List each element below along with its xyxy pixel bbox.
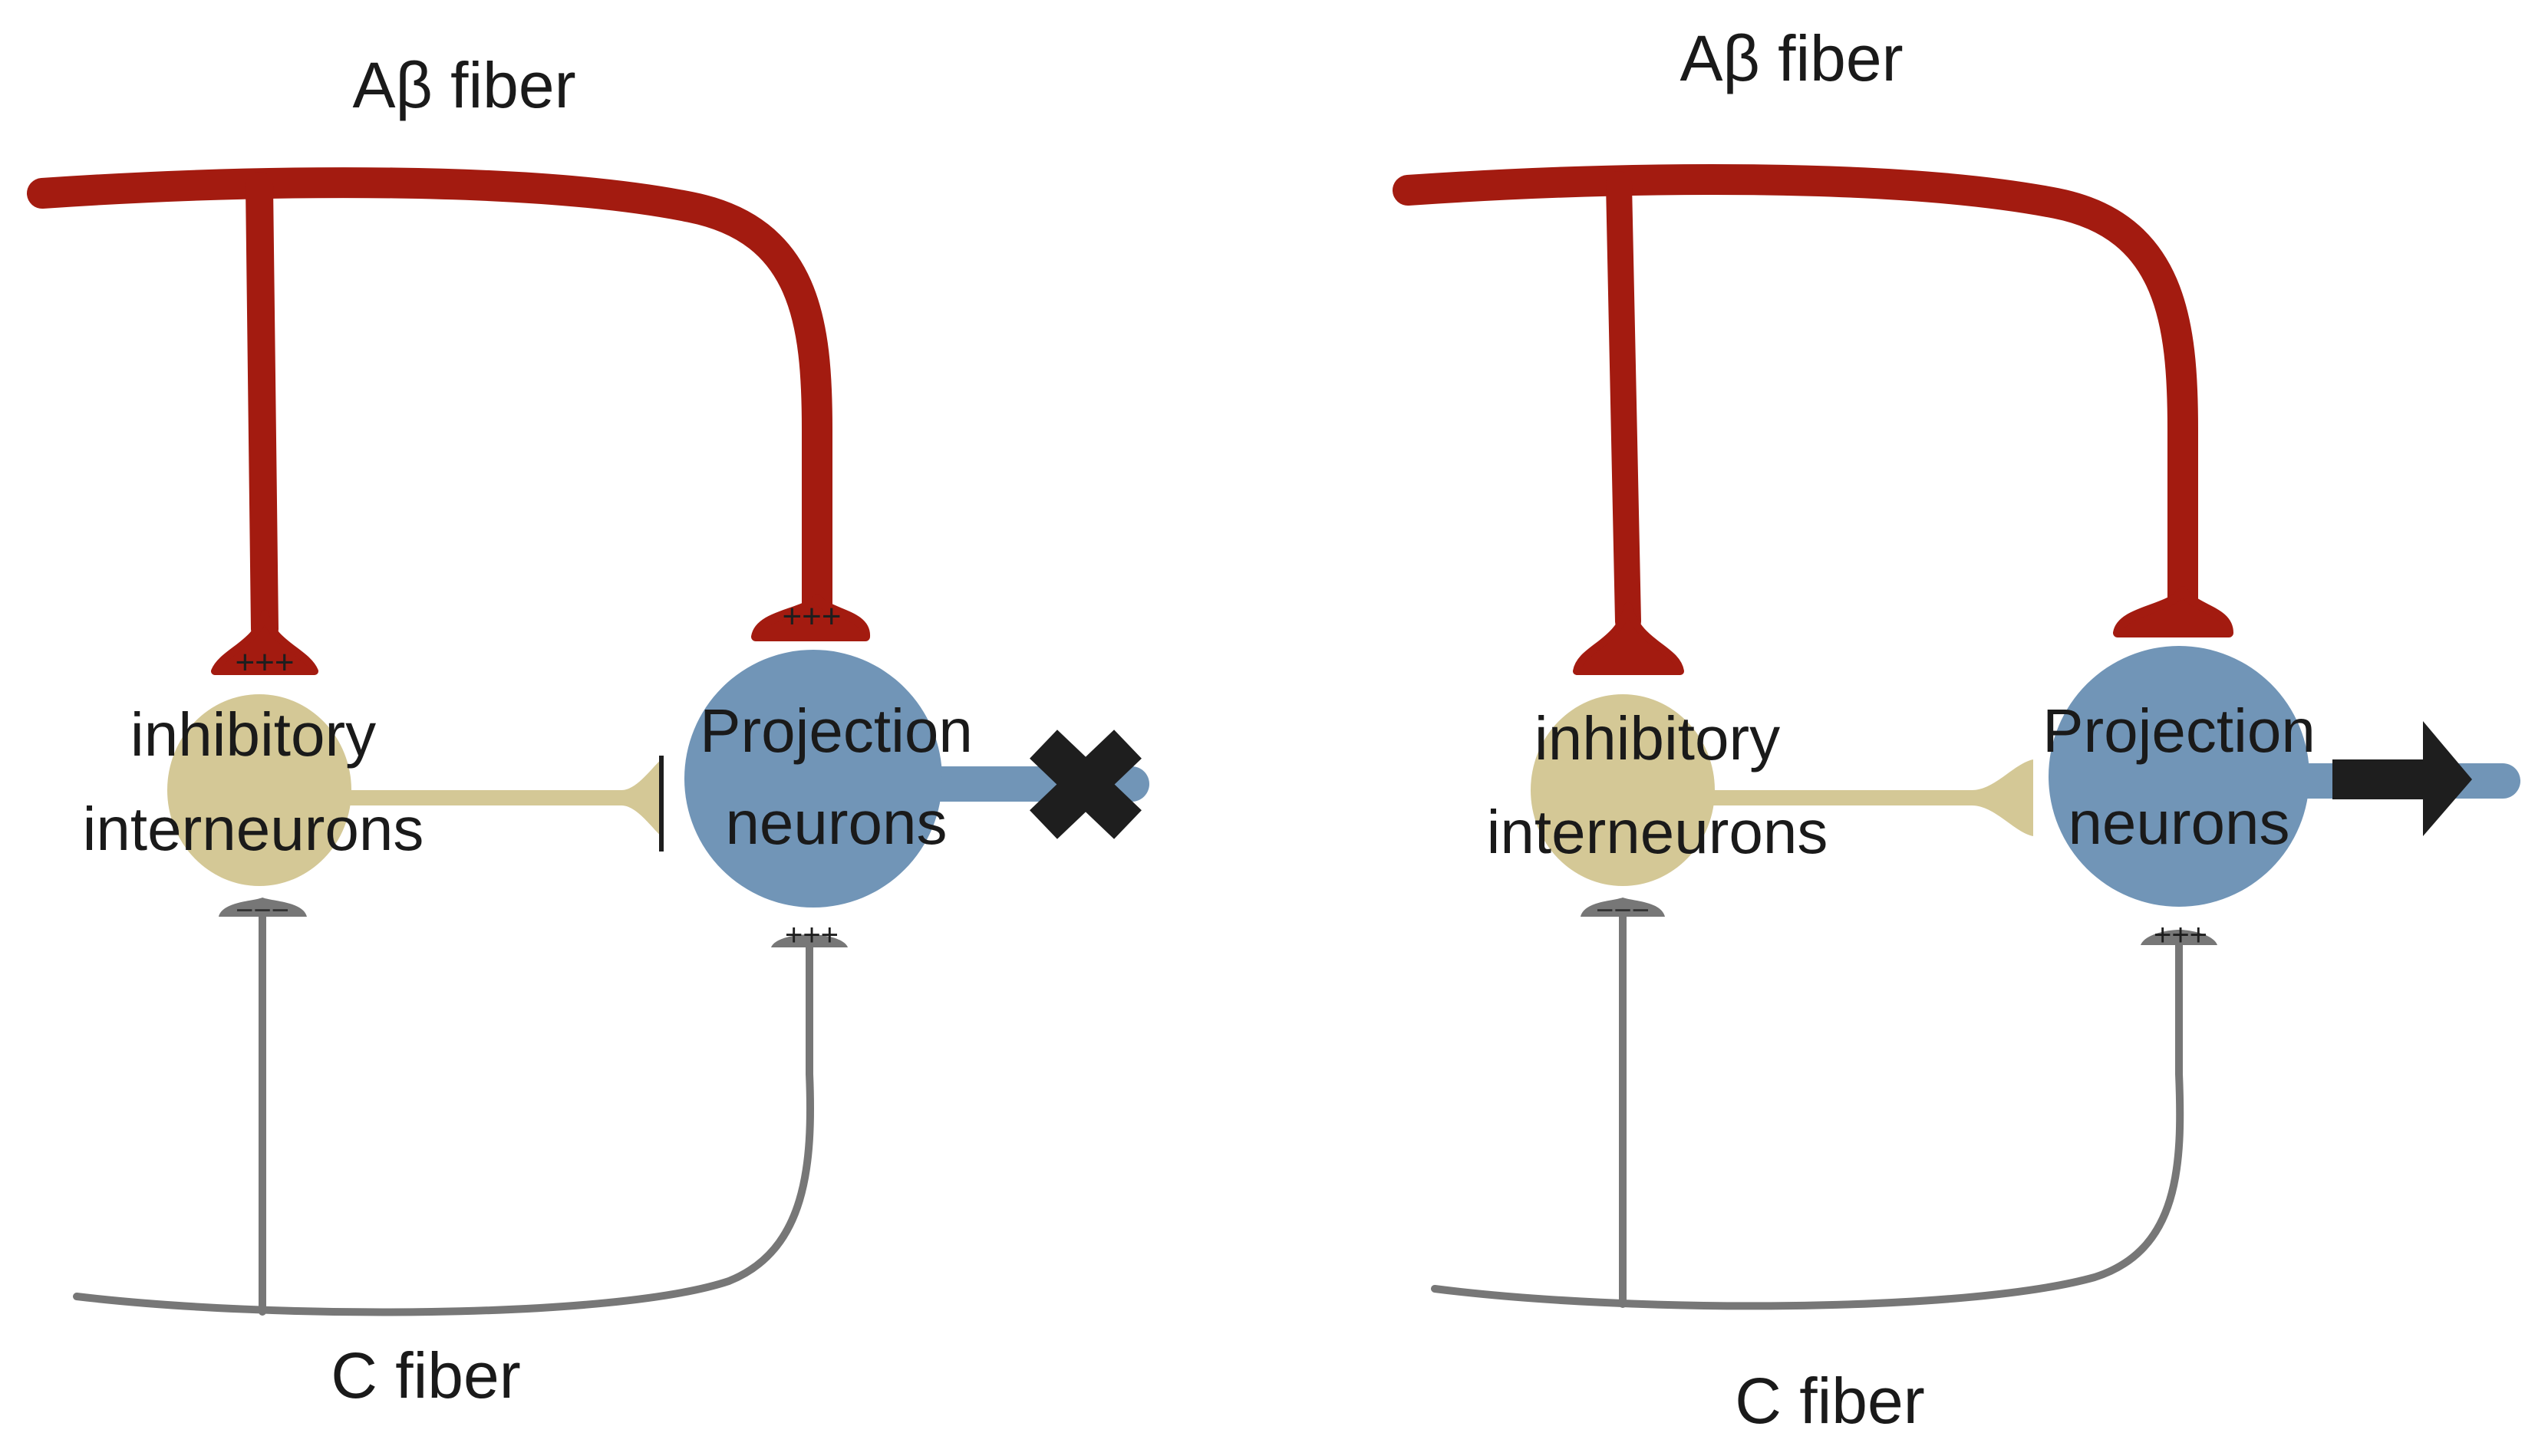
projection-label-line1-right: Projection [2042, 697, 2316, 765]
ab-sign-inhibitory-left: +++ [235, 644, 294, 681]
c-sign-inhibitory-left: −−− [236, 894, 289, 927]
inhibitory-axon-left [322, 759, 661, 836]
inhibitory-label-line2-right: interneurons [1487, 798, 1828, 866]
c-terminal-inhibitory-left [219, 898, 307, 917]
c-fiber-label-right: C fiber [1735, 1365, 1924, 1437]
projection-neuron-left [684, 650, 942, 908]
arrow-right-icon [2332, 721, 2472, 836]
projection-label-line2-left: neurons [725, 789, 947, 857]
c-sign-projection-right: +++ [2154, 918, 2207, 952]
inhibitory-axon-right [1688, 759, 2033, 836]
ab-terminal-projection-right [2113, 586, 2233, 637]
c-fiber-left [73, 940, 814, 1316]
inhibitory-interneuron-left [167, 694, 351, 886]
c-fiber-right [1431, 940, 2184, 1310]
ab-terminal-inhibitory-right [1573, 602, 1684, 675]
inhibitory-label-line1-left: inhibitory [130, 700, 376, 769]
c-terminal-projection-left [771, 934, 848, 947]
ab-fiber-right-branch [1606, 171, 1641, 634]
inhibitory-label-line2-left: interneurons [83, 795, 424, 863]
inhibitory-interneuron-right [1531, 694, 1715, 886]
ab-sign-projection-left: +++ [782, 598, 841, 635]
inhibitory-label-line1-right: inhibitory [1534, 704, 1780, 772]
ab-fiber-left [27, 167, 832, 629]
c-sign-inhibitory-right: −−− [1596, 894, 1650, 927]
c-fiber-label-left: C fiber [331, 1339, 520, 1412]
panel-right: −−− +++ Aβ fiber C fiber inhibitory inte… [1393, 22, 2520, 1437]
projection-label-line2-right: neurons [2068, 789, 2289, 857]
ab-terminal-projection-left [751, 594, 870, 641]
ab-terminal-inhibitory-left [211, 610, 318, 675]
ab-fiber-right [1393, 164, 2198, 621]
c-sign-projection-left: +++ [785, 918, 839, 952]
cross-mark-icon [1030, 730, 1142, 839]
ab-fiber-label-right: Aβ fiber [1679, 22, 1903, 94]
projection-neuron-right [2049, 646, 2309, 907]
ab-fiber-label-left: Aβ fiber [352, 49, 575, 121]
ab-fiber-left-branch [246, 172, 279, 643]
panel-left: +++ +++ −−− +++ Aβ fiber C fiber inhibit… [27, 49, 1149, 1412]
c-terminal-inhibitory-right [1581, 898, 1665, 917]
projection-label-line1-left: Projection [700, 697, 973, 765]
c-terminal-projection-right [2141, 930, 2217, 945]
